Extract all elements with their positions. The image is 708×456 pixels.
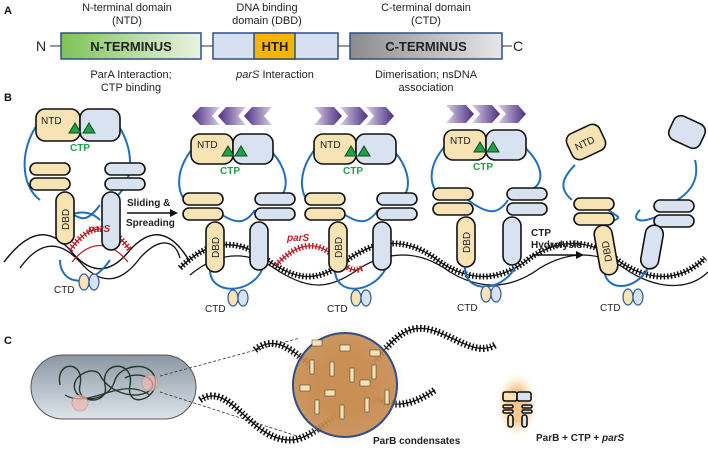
ntd-function-line2: CTP binding bbox=[101, 82, 161, 94]
condensate-focus bbox=[71, 394, 89, 412]
ctd-domain bbox=[78, 273, 90, 291]
pars-site-left bbox=[67, 226, 133, 263]
dna-helix-main bbox=[177, 240, 708, 287]
arrow1-text-line2: Spreading bbox=[126, 218, 175, 229]
parb-dimer-closed-2: NTD CTP DBD CTD bbox=[178, 133, 296, 315]
ntd-function-line1: ParA Interaction; bbox=[90, 69, 171, 81]
panel-label-a: A bbox=[4, 5, 12, 17]
condensate-focus bbox=[141, 374, 159, 392]
c-terminus-marker: C bbox=[513, 38, 523, 54]
condensate-label: ParB condensates bbox=[373, 436, 461, 447]
parb-dimer-closed-3: NTD CTP DBD CTD bbox=[300, 133, 418, 315]
arrow1-text-line1: Sliding & bbox=[127, 198, 170, 209]
c-terminus-box bbox=[349, 32, 503, 60]
dbd-title: DNA binding bbox=[236, 2, 297, 14]
ctd-title-abbr: (CTD) bbox=[411, 15, 441, 27]
pars-label: parS bbox=[87, 224, 111, 235]
ntd-domain-partner bbox=[79, 108, 121, 142]
ctp-label: CTP bbox=[70, 143, 90, 154]
dbd-label: DBD bbox=[61, 209, 72, 230]
arrow2-text-line1: CTP bbox=[531, 228, 551, 239]
ctp-label: CTP bbox=[473, 162, 493, 173]
legend-pars: parS bbox=[601, 433, 625, 444]
parb-dimer-closed-4: NTD CTP DBD CTD bbox=[430, 129, 548, 314]
ctd-label: CTD bbox=[54, 285, 75, 296]
panel-label-b: B bbox=[4, 92, 12, 104]
n-terminus-marker: N bbox=[36, 38, 46, 54]
legend-label: ParB + CTP + parS bbox=[536, 433, 625, 444]
dna-helix-left bbox=[3, 234, 191, 280]
ctp-triangle bbox=[68, 122, 82, 134]
ntd-label: NTD bbox=[450, 136, 471, 147]
legend-prefix: ParB + CTP + bbox=[536, 433, 602, 444]
chevrons-left bbox=[192, 107, 272, 125]
parb-condensate: ParB condensates bbox=[285, 325, 461, 447]
dbd-label: DBD bbox=[211, 237, 222, 258]
c-terminus-label: C-TERMINUS bbox=[385, 39, 467, 54]
ctd-label: CTD bbox=[457, 303, 478, 314]
dbd-title-abbr: domain (DBD) bbox=[232, 15, 302, 27]
ctd-label: CTD bbox=[327, 304, 348, 315]
dbd-label: DBD bbox=[600, 240, 615, 263]
hth-label: HTH bbox=[262, 39, 289, 54]
ctd-function-line1: Dimerisation; nsDNA bbox=[375, 69, 478, 81]
ctd-function-line2: association bbox=[398, 82, 453, 94]
ctp-label: CTP bbox=[343, 166, 363, 177]
pars-site-main: parS bbox=[273, 233, 364, 273]
parb-legend-icon bbox=[497, 373, 537, 437]
dbd-function-pars: parS bbox=[235, 69, 260, 81]
pars-label-main: parS bbox=[286, 233, 310, 244]
dbd-label: DBD bbox=[462, 232, 473, 253]
panel-label-c: C bbox=[4, 335, 12, 347]
parb-dimer-closed-1: NTD CTP DBD parS CTD bbox=[23, 108, 146, 296]
ntd-label: NTD bbox=[41, 116, 62, 127]
n-terminus-label: N-TERMINUS bbox=[90, 39, 172, 54]
ctp-triangle bbox=[82, 122, 96, 134]
hth-box bbox=[253, 32, 296, 60]
ntd-title-abbr: (NTD) bbox=[112, 15, 142, 27]
dbd-label: DBD bbox=[334, 237, 345, 258]
ntd-title: N-terminal domain bbox=[82, 2, 172, 14]
chevrons-right-1 bbox=[314, 107, 394, 125]
ctp-label: CTP bbox=[220, 166, 240, 177]
ctp-hydrolysis-arrow: CTP Hydrolysis bbox=[531, 228, 584, 259]
dbd-domain bbox=[55, 191, 75, 245]
dbd-function-rest: Interaction bbox=[259, 69, 313, 81]
bacterial-cell bbox=[30, 354, 197, 420]
ntd-label: NTD bbox=[320, 140, 341, 151]
parb-dimer-open: NTD DBD CTD bbox=[562, 114, 707, 314]
ctd-label: CTD bbox=[600, 303, 621, 314]
chevrons-right-2 bbox=[446, 105, 526, 123]
sliding-spreading-arrow: Sliding & Spreading bbox=[126, 198, 178, 229]
dbd-function: parS Interaction bbox=[235, 69, 314, 81]
arrow2-text-line2: Hydrolysis bbox=[531, 240, 583, 251]
ctd-title: C-terminal domain bbox=[381, 2, 471, 14]
ntd-label: NTD bbox=[197, 140, 218, 151]
ctd-label: CTD bbox=[205, 304, 226, 315]
